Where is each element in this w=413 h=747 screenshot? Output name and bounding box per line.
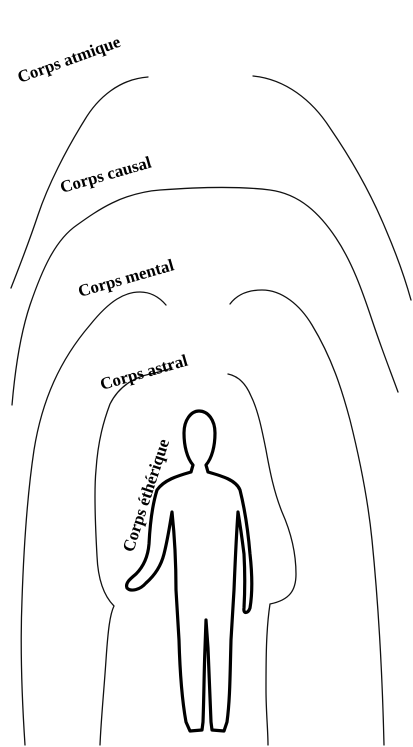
astral-body-aura	[95, 368, 296, 745]
human-figure-outline	[127, 411, 252, 731]
label-corps-causal: Corps causal	[58, 153, 154, 197]
astral-aura-right	[228, 374, 296, 745]
label-corps-astral: Corps astral	[98, 351, 190, 394]
astral-aura-left	[95, 368, 172, 745]
causal-aura	[12, 187, 398, 405]
label-corps-etherique: Corps éthérique	[119, 436, 174, 554]
causal-body-aura	[12, 187, 398, 405]
atmic-aura-right-arc	[253, 76, 411, 300]
mental-aura-right	[230, 290, 384, 745]
label-corps-atmique: Corps atmique	[15, 32, 124, 87]
